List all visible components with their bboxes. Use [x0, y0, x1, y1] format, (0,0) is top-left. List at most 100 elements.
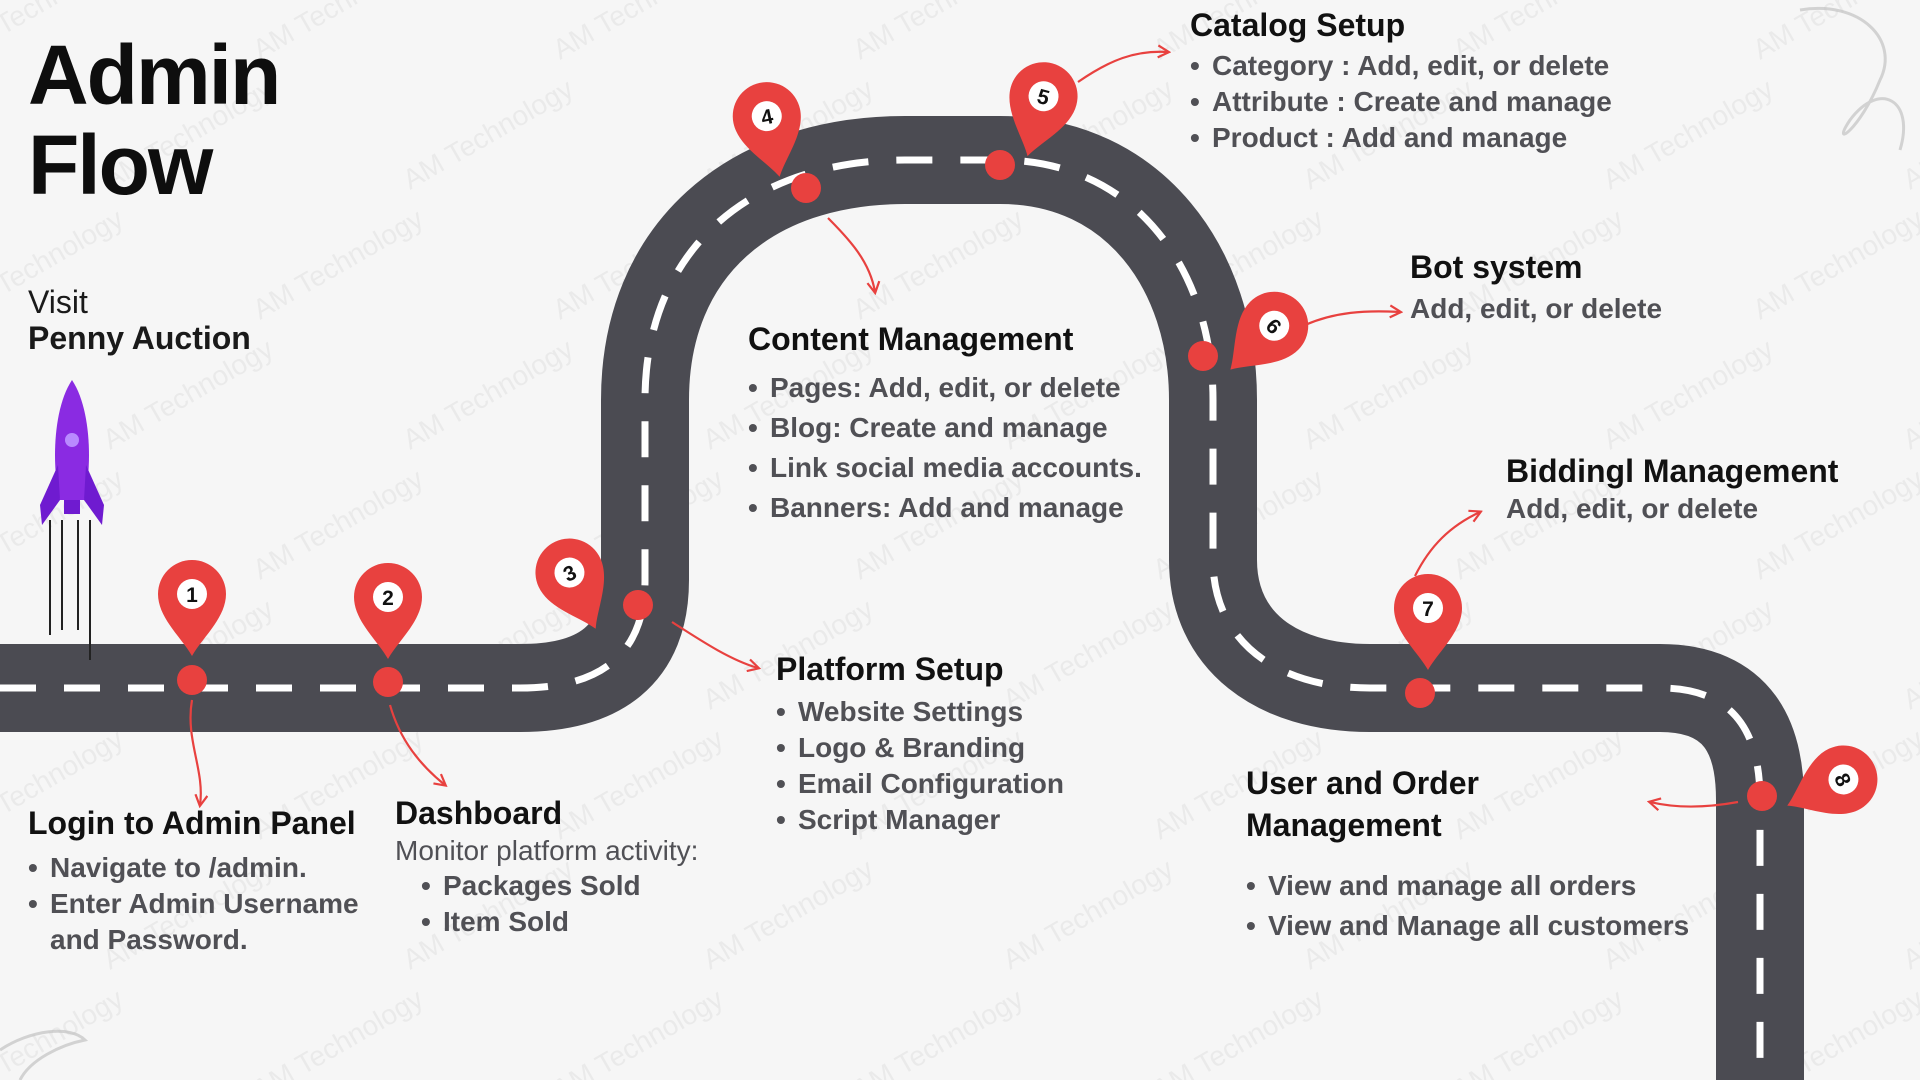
map-pin-badge	[177, 579, 207, 609]
step-items: Navigate to /admin. Enter Admin Username…	[28, 850, 388, 958]
road-marker-dot	[791, 173, 821, 203]
watermark-text: AM Technology	[1298, 333, 1479, 455]
watermark-text: AM Technology	[1898, 593, 1920, 715]
watermark-text: AM Technology	[848, 983, 1029, 1080]
watermark-text: AM Technology	[548, 983, 729, 1080]
step-item: Product : Add and manage	[1190, 120, 1650, 156]
step-heading: Dashboard	[395, 795, 563, 831]
connector-arrow	[189, 699, 200, 805]
step-catalog-setup: Catalog Setup Category : Add, edit, or d…	[1190, 4, 1650, 156]
watermark-text: AM Technology	[848, 203, 1029, 325]
visit-prefix: Visit	[28, 284, 88, 320]
map-pin-badge	[554, 557, 585, 588]
map-pin-icon: 3	[535, 538, 604, 629]
watermark-text: AM Technology	[1448, 983, 1629, 1080]
step-items: Packages Sold Item Sold	[421, 868, 775, 940]
map-pin-icon: 2	[354, 563, 422, 659]
map-pin-badge	[1259, 310, 1290, 341]
road-marker-dot	[1747, 781, 1777, 811]
step-heading: User and Order	[1246, 765, 1479, 801]
step-item: Website Settings	[776, 694, 1156, 730]
watermark-text: AM Technology	[848, 0, 1029, 65]
map-pin-badge	[751, 101, 782, 132]
step-item: Link social media accounts.	[748, 448, 1188, 488]
step-item: Category : Add, edit, or delete	[1190, 48, 1650, 84]
connector-arrow	[1650, 802, 1739, 807]
page-title-line: Admin	[28, 28, 281, 122]
step-number: 2	[382, 587, 394, 610]
step-item: Navigate to /admin.	[28, 850, 388, 886]
map-pin-badge	[1413, 593, 1443, 623]
step-heading: Bot system	[1410, 249, 1583, 285]
step-heading: Content Management	[748, 321, 1074, 357]
step-items: Website Settings Logo & Branding Email C…	[776, 694, 1156, 838]
rocket-icon	[40, 380, 104, 660]
map-pin-icon: 4	[732, 82, 801, 177]
step-content-management: Content Management Pages: Add, edit, or …	[748, 318, 1188, 528]
step-bot-system: Bot system Add, edit, or delete	[1410, 246, 1850, 326]
road-marker-dot	[1405, 678, 1435, 708]
step-heading: Login to Admin Panel	[28, 805, 356, 841]
connector-arrow	[1077, 52, 1168, 83]
decorative-scribble	[1799, 7, 1906, 151]
step-login: Login to Admin Panel Navigate to /admin.…	[28, 802, 388, 958]
step-items: Pages: Add, edit, or delete Blog: Create…	[748, 368, 1188, 528]
step-item: Email Configuration	[776, 766, 1156, 802]
step-heading: Platform Setup	[776, 651, 1004, 687]
step-item: Attribute : Create and manage	[1190, 84, 1650, 120]
step-number: 4	[759, 105, 776, 130]
map-pin-badge	[373, 582, 403, 612]
visit-label: Visit Penny Auction	[28, 284, 251, 356]
connector-arrow	[671, 621, 758, 668]
map-pin-badge	[1828, 764, 1859, 795]
connector-arrow	[388, 704, 445, 785]
page-title-line: Flow	[28, 118, 213, 212]
watermark-text: AM Technology	[1898, 853, 1920, 975]
step-platform-setup: Platform Setup Website Settings Logo & B…	[776, 648, 1156, 838]
step-description: Add, edit, or delete	[1410, 293, 1663, 324]
watermark-text: AM Technology	[1598, 333, 1779, 455]
step-item: View and manage all orders	[1246, 866, 1706, 906]
step-description: Add, edit, or delete	[1506, 493, 1759, 524]
road-marker-dot	[985, 150, 1015, 180]
step-heading: Catalog Setup	[1190, 7, 1406, 43]
step-heading: Biddingl Management	[1506, 453, 1839, 489]
connector-arrow	[827, 217, 875, 292]
watermark-text: AM Technology	[1898, 73, 1920, 195]
step-item: Script Manager	[776, 802, 1156, 838]
decorative-scribble	[0, 1029, 89, 1080]
step-item: Banners: Add and manage	[748, 488, 1188, 528]
watermark-text: AM Technology	[1148, 983, 1329, 1080]
road-marker-dot	[373, 667, 403, 697]
watermark-text: AM Technology	[398, 333, 579, 455]
step-description: Monitor platform activity:	[395, 835, 699, 866]
watermark-text: AM Technology	[398, 73, 579, 195]
step-number: 7	[1422, 598, 1434, 621]
map-pin-icon: 7	[1394, 574, 1462, 670]
step-item: Blog: Create and manage	[748, 408, 1188, 448]
step-item: Enter Admin Username	[28, 886, 388, 922]
step-item: Item Sold	[421, 904, 775, 940]
step-items: View and manage all orders View and Mana…	[1246, 866, 1706, 946]
map-pin-icon: 5	[1009, 62, 1078, 157]
watermark-text: AM Technology	[548, 0, 729, 65]
map-pin-icon: 1	[158, 560, 226, 656]
road-center-line	[0, 156, 1764, 1080]
watermark-text: AM Technology	[248, 983, 429, 1080]
watermark-text: AM Technology	[248, 203, 429, 325]
brand-name: Penny Auction	[28, 320, 251, 356]
step-number: 1	[186, 584, 198, 607]
road-marker-dot	[177, 665, 207, 695]
map-pin-icon: 8	[1787, 745, 1878, 814]
step-item: Packages Sold	[421, 868, 775, 904]
step-items: Category : Add, edit, or delete Attribut…	[1190, 48, 1650, 156]
step-dashboard: Dashboard Monitor platform activity: Pac…	[395, 792, 775, 940]
page-title: Admin Flow	[28, 28, 281, 212]
step-bidding-management: Biddingl Management Add, edit, or delete	[1506, 450, 1916, 526]
step-item: Logo & Branding	[776, 730, 1156, 766]
step-item: View and Manage all customers	[1246, 906, 1706, 946]
map-pin-icon: 6	[1230, 291, 1309, 370]
step-user-order-management: User and Order Management View and manag…	[1246, 762, 1706, 946]
connector-arrow	[1304, 311, 1400, 327]
